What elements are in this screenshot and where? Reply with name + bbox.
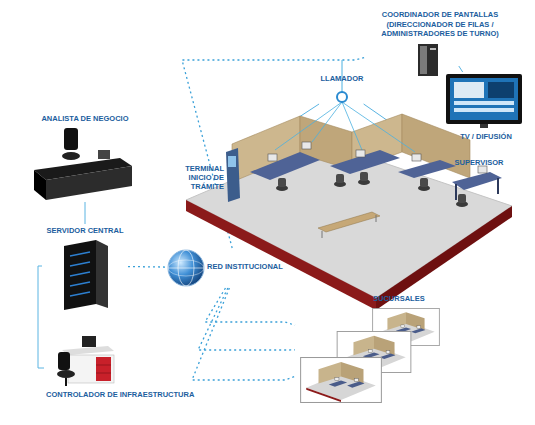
waiting-bench: [318, 212, 380, 232]
labeled-component: TV / DIFUSIÓN: [444, 72, 528, 144]
branch-thumbnail: [301, 358, 382, 403]
chair: [278, 178, 286, 187]
desk-drawer: [96, 357, 111, 381]
network-connector: [198, 288, 295, 350]
globe-parallel: [168, 260, 204, 276]
llamador-wire: [342, 102, 415, 152]
monitor: [82, 336, 96, 347]
labeled-component: ANALISTA DE NEGOCIO: [28, 112, 142, 202]
tv-display: [450, 78, 518, 120]
coordinator-server: [418, 44, 438, 76]
monitor: [98, 150, 110, 159]
network-connector: [85, 202, 86, 224]
kiosk-terminal: [226, 148, 240, 202]
supervisor-desk: [452, 172, 502, 190]
tv-stand: [480, 124, 488, 128]
component-label: (DIRECCIONADOR DE FILAS / ADMINISTRADORE…: [370, 20, 510, 38]
labeled-component: TERMINAL INICIO DE TRÁMITE: [176, 150, 242, 202]
tv-panel: [454, 82, 484, 98]
server-light: [70, 252, 90, 256]
office-desk: [68, 355, 114, 383]
labeled-component: SUCURSALES: [295, 292, 445, 407]
monitor: [302, 142, 311, 149]
server-light: [70, 262, 90, 266]
monitor: [356, 150, 365, 157]
server-face: [420, 46, 427, 74]
llamador-wire: [275, 102, 342, 150]
server-tower: [96, 240, 108, 308]
bench-leg: [376, 215, 377, 222]
network-globe: [168, 250, 204, 286]
office-chair: [65, 378, 67, 386]
component-label: RED INSTITUCIONAL: [207, 262, 307, 271]
component-label: ANALISTA DE NEGOCIO: [28, 114, 142, 123]
monitor: [412, 154, 421, 161]
server-slot: [430, 48, 436, 50]
service-desk: [250, 152, 320, 180]
labeled-component: LLAMADOR: [316, 74, 368, 104]
component-label: LLAMADOR: [316, 74, 368, 83]
chair: [458, 194, 466, 203]
tv-screen: [446, 74, 522, 124]
tv-row: [454, 108, 514, 112]
component-label: SUPERVISOR: [448, 158, 510, 167]
component-label: SUCURSALES: [373, 294, 437, 303]
office-chair: [57, 370, 75, 378]
chair: [336, 174, 344, 183]
network-connector: [459, 66, 463, 72]
component-label: SERVIDOR CENTRAL: [42, 226, 128, 235]
chair: [360, 172, 368, 181]
executive-desk: [34, 170, 46, 200]
monitor: [478, 166, 487, 173]
server-tower: [64, 240, 96, 310]
server-light: [70, 272, 90, 276]
kiosk-screen: [228, 156, 236, 167]
executive-desk: [46, 166, 132, 200]
office-desk: [62, 346, 114, 355]
monitor: [268, 154, 277, 161]
labeled-component: CONTROLADOR DE INFRAESTRUCTURA: [44, 332, 209, 404]
labeled-component: SUPERVISOR: [448, 156, 510, 212]
service-desk: [330, 150, 400, 174]
component-label: TERMINAL INICIO DE TRÁMITE: [176, 164, 224, 191]
network-connector: [128, 266, 165, 268]
network-connector: [38, 266, 44, 368]
component-label: TV / DIFUSIÓN: [444, 132, 528, 141]
labeled-component: RED INSTITUCIONAL: [165, 248, 310, 288]
drawer-line: [96, 373, 111, 374]
labeled-component: SERVIDOR CENTRAL: [42, 224, 128, 308]
floor-edge: [186, 200, 376, 310]
executive-chair: [64, 128, 78, 150]
server-light: [70, 282, 90, 286]
room-floor: [186, 142, 512, 298]
llamador-icon: [337, 92, 347, 102]
service-desk: [398, 160, 456, 178]
bench-leg: [322, 231, 323, 238]
tv-row: [454, 101, 514, 105]
network-connector: [192, 288, 295, 380]
desk-leg: [455, 184, 457, 200]
component-label: COORDINADOR DE PANTALLAS: [370, 10, 510, 19]
server-light: [70, 292, 90, 296]
drawer-line: [96, 365, 111, 366]
chair: [420, 178, 428, 187]
office-chair: [58, 352, 70, 370]
desk-leg: [497, 178, 499, 194]
labeled-component: COORDINADOR DE PANTALLAS(DIRECCIONADOR D…: [365, 8, 515, 66]
component-label: CONTROLADOR DE INFRAESTRUCTURA: [46, 390, 209, 399]
tv-panel: [488, 82, 514, 98]
executive-chair: [62, 152, 80, 160]
globe-equator: [168, 268, 204, 269]
llamador-wire: [312, 102, 342, 142]
